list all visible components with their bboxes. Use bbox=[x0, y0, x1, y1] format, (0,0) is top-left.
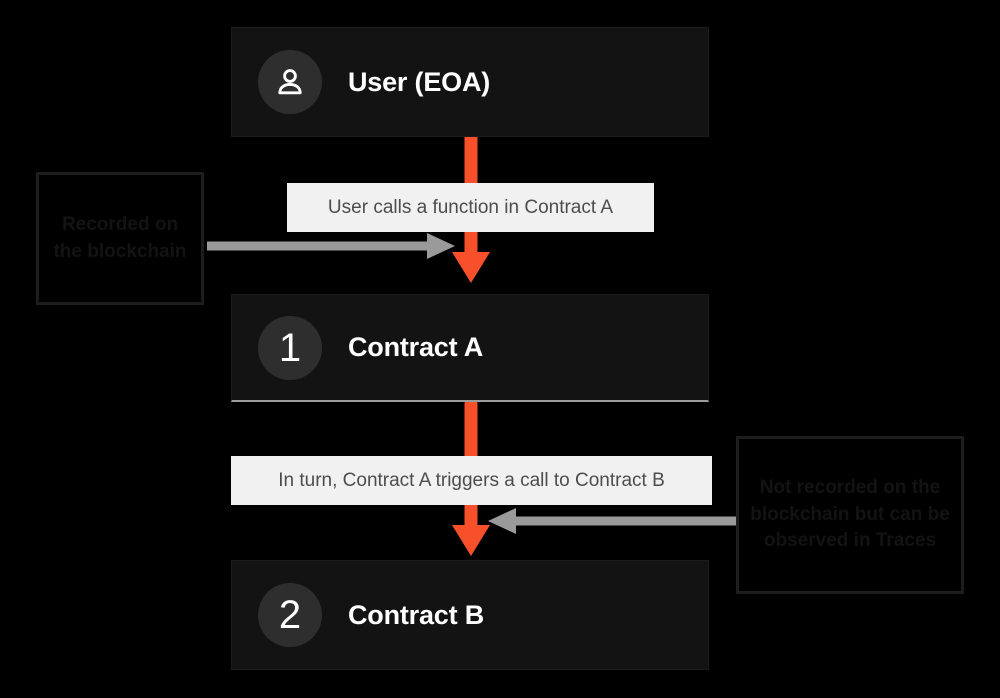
annotation-note-not-recorded-text: Not recorded on the blockchain but can b… bbox=[750, 476, 950, 552]
annotation-note-recorded-text: Recorded on the blockchain bbox=[53, 213, 187, 262]
edge-label-user-to-contract-a-text: User calls a function in Contract A bbox=[327, 196, 614, 218]
node-user[interactable]: User (EOA) bbox=[231, 27, 709, 137]
step-badge-2: 2 bbox=[258, 583, 322, 647]
step-badge-2-number: 2 bbox=[278, 593, 302, 637]
node-user-label: User (EOA) bbox=[348, 66, 491, 97]
annotation-note-recorded: Recorded on the blockchain bbox=[36, 172, 204, 305]
edge-label-contract-a-to-contract-b-text: In turn, Contract A triggers a call to C… bbox=[278, 469, 665, 491]
node-contract-b[interactable]: 2 Contract B bbox=[231, 560, 709, 670]
node-contract-b-label: Contract B bbox=[348, 599, 485, 630]
step-badge-1-number: 1 bbox=[278, 325, 302, 370]
edge-label-contract-a-to-contract-b: In turn, Contract A triggers a call to C… bbox=[231, 456, 712, 505]
arrow-user-to-contract-a bbox=[452, 129, 490, 283]
user-avatar-icon bbox=[258, 50, 322, 114]
arrow-contract-a-to-contract-b bbox=[452, 397, 490, 556]
edge-label-user-to-contract-a: User calls a function in Contract A bbox=[287, 183, 654, 232]
node-contract-a[interactable]: 1 Contract A bbox=[231, 294, 709, 402]
user-icon bbox=[272, 64, 308, 100]
annotation-arrow-recorded bbox=[207, 233, 455, 259]
annotation-note-not-recorded: Not recorded on the blockchain but can b… bbox=[736, 436, 964, 594]
node-contract-a-label: Contract A bbox=[348, 332, 484, 362]
step-badge-1: 1 bbox=[258, 315, 322, 380]
annotation-arrow-not-recorded bbox=[488, 508, 736, 534]
